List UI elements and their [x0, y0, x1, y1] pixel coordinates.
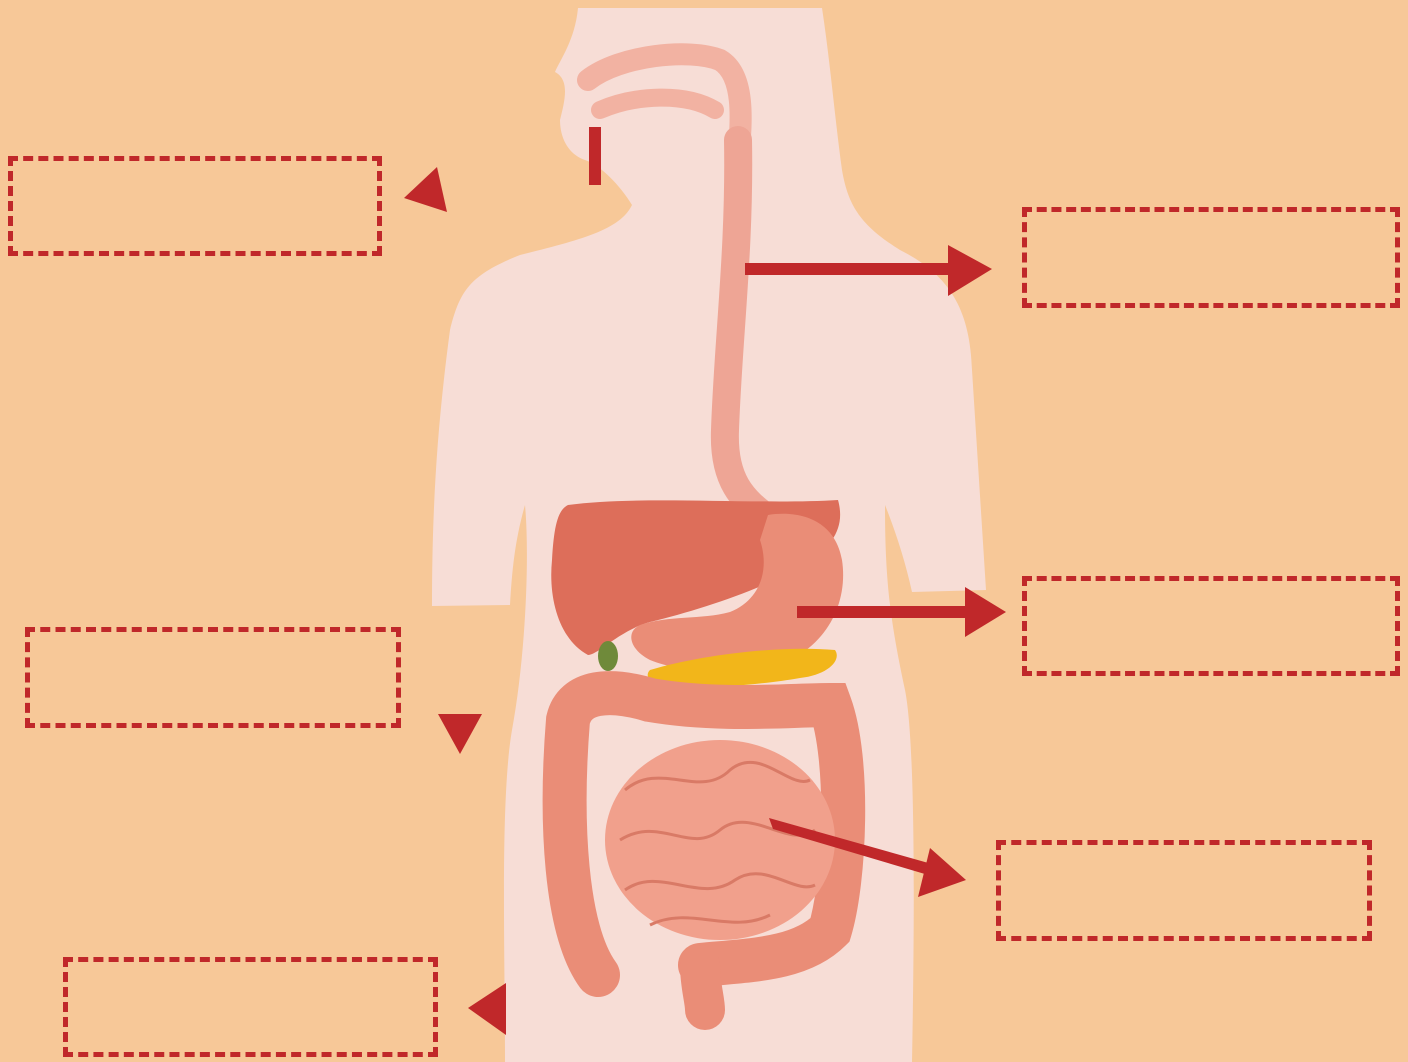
- arrow-head-liver: [438, 714, 482, 754]
- label-box-stomach[interactable]: [1022, 576, 1400, 676]
- small-intestine: [605, 740, 835, 940]
- label-box-small-intestine[interactable]: [996, 840, 1372, 941]
- arrow-head-mouth: [404, 167, 447, 212]
- label-box-liver[interactable]: [25, 627, 401, 728]
- label-box-mouth[interactable]: [8, 156, 382, 256]
- label-box-esophagus[interactable]: [1022, 207, 1400, 308]
- rectum: [700, 965, 705, 1010]
- arrow-head-large-intestine: [468, 983, 506, 1035]
- gallbladder: [598, 641, 618, 671]
- mouth-pointer: [589, 127, 601, 185]
- label-box-large-intestine[interactable]: [63, 957, 438, 1057]
